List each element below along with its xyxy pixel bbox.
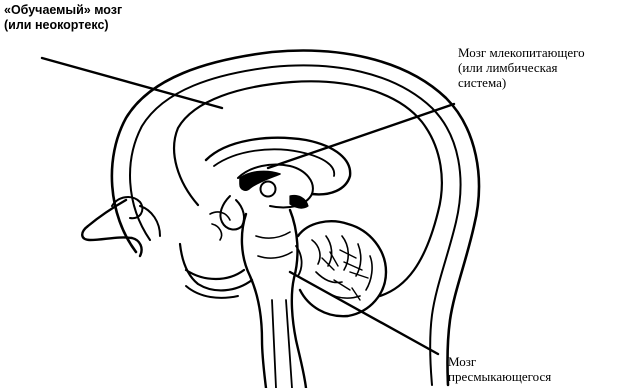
pons-line xyxy=(256,232,292,258)
label-neocortex-line1: «Обучаемый» мозг xyxy=(4,3,122,17)
skull-outline xyxy=(82,51,479,385)
label-limbic-line2: (или лимбическая xyxy=(458,60,558,75)
label-reptilian-line1: Мозг xyxy=(448,354,476,369)
brain-outer-contour xyxy=(174,81,442,296)
label-limbic: Мозг млекопитающего (или лимбическая сис… xyxy=(458,45,585,90)
reptilian-pointer xyxy=(290,272,438,354)
label-limbic-line3: система) xyxy=(458,75,506,90)
limbic-structures xyxy=(206,138,350,240)
brainstem-cerebellum xyxy=(242,210,386,388)
label-neocortex: «Обучаемый» мозг (или неокортекс) xyxy=(4,3,122,32)
label-reptilian-line2: пресмыкающегося xyxy=(448,369,551,384)
label-reptilian: Мозг пресмыкающегося xyxy=(448,354,551,384)
spinal-cord xyxy=(272,300,292,388)
label-neocortex-line2: (или неокортекс) xyxy=(4,18,109,32)
pineal-body xyxy=(261,182,276,197)
limbic-pointer xyxy=(268,104,454,168)
label-limbic-line1: Мозг млекопитающего xyxy=(458,45,585,60)
neocortex-pointer xyxy=(42,58,222,108)
midbrain-tectum xyxy=(290,195,308,208)
palate-contour xyxy=(180,244,252,290)
jaw-contour xyxy=(186,286,238,298)
brainstem-front xyxy=(242,214,266,388)
pointer-lines xyxy=(42,58,454,354)
